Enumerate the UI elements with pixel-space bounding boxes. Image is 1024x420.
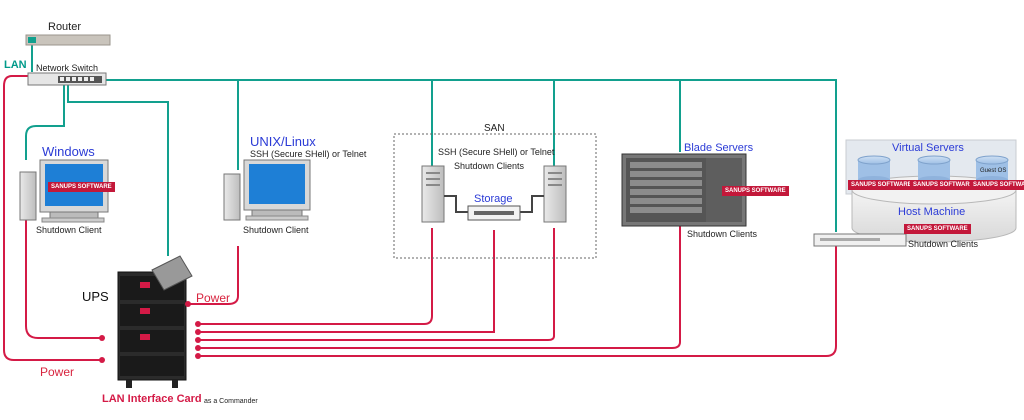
storage-label: Storage bbox=[474, 193, 513, 205]
power-line-windows bbox=[25, 199, 100, 339]
virtual-servers-label: Virtual Servers bbox=[892, 142, 964, 154]
power-lines bbox=[3, 75, 837, 361]
power-line-blade bbox=[200, 225, 681, 349]
san-ssh-label: SSH (Secure SHell) or Telnet bbox=[438, 147, 555, 157]
host-machine-label: Host Machine bbox=[898, 206, 966, 218]
blade-software-badge: SANUPS SOFTWARE bbox=[722, 186, 789, 196]
windows-shutdown-client-label: Shutdown Client bbox=[36, 225, 102, 235]
windows-software-badge: SANUPS SOFTWARE bbox=[48, 182, 115, 192]
unix-linux-label: UNIX/Linux bbox=[250, 134, 316, 149]
lan-lines bbox=[25, 40, 837, 256]
power-line-san-right bbox=[200, 228, 555, 341]
lan-line-windows bbox=[25, 84, 65, 160]
network-switch-label: Network Switch bbox=[36, 63, 99, 73]
blade-shutdown-clients-label: Shutdown Clients bbox=[687, 229, 758, 239]
power-line-storage bbox=[200, 230, 495, 333]
power-label-mid: Power bbox=[196, 291, 231, 305]
virtual-server-cylinders bbox=[857, 155, 1009, 184]
blade-servers-label: Blade Servers bbox=[684, 142, 754, 154]
san-server-left bbox=[421, 165, 445, 223]
router-device bbox=[25, 34, 111, 46]
host-shutdown-clients-label: Shutdown Clients bbox=[908, 239, 979, 249]
san-shutdown-clients-label: Shutdown Clients bbox=[454, 161, 525, 171]
power-line-left-loop bbox=[3, 75, 100, 361]
power-line-host bbox=[200, 246, 837, 357]
vm-cylinder-3 bbox=[975, 155, 1009, 184]
as-commander-label: as a Commander bbox=[204, 398, 258, 405]
unix-ssh-label: SSH (Secure SHell) or Telnet bbox=[250, 149, 367, 159]
lan-line-backbone bbox=[104, 79, 837, 232]
lan-interface-card-label: LAN Interface Card bbox=[102, 393, 202, 405]
power-line-unix bbox=[190, 246, 239, 305]
san-boundary bbox=[393, 133, 597, 259]
unix-shutdown-client-label: Shutdown Client bbox=[243, 225, 309, 235]
router-label: Router bbox=[48, 21, 82, 33]
windows-label: Windows bbox=[42, 144, 95, 159]
power-plugs bbox=[99, 301, 201, 363]
storage-device bbox=[467, 205, 521, 221]
power-label-left: Power bbox=[40, 365, 75, 379]
vm1-software-badge: SANUPS SOFTWARE bbox=[848, 180, 915, 190]
host-software-badge: SANUPS SOFTWARE bbox=[904, 224, 971, 234]
ups-device bbox=[117, 255, 193, 388]
vm3-software-badge: SANUPS SOFTWARE bbox=[970, 180, 1024, 190]
san-server-right bbox=[543, 165, 567, 223]
vm2-software-badge: SANUPS SOFTWARE bbox=[910, 180, 977, 190]
san-label: SAN bbox=[484, 123, 505, 134]
lan-card-panel bbox=[151, 255, 193, 291]
network-switch-device bbox=[27, 72, 107, 86]
ups-label: UPS bbox=[82, 289, 109, 304]
guest-os-label: Guest OS bbox=[980, 168, 1007, 174]
host-base-server bbox=[813, 233, 907, 247]
lan-line-ups bbox=[67, 84, 169, 256]
storage-links bbox=[444, 195, 544, 213]
unix-pc bbox=[223, 159, 311, 221]
lan-label: LAN bbox=[4, 59, 27, 71]
power-line-san-left bbox=[200, 228, 433, 325]
